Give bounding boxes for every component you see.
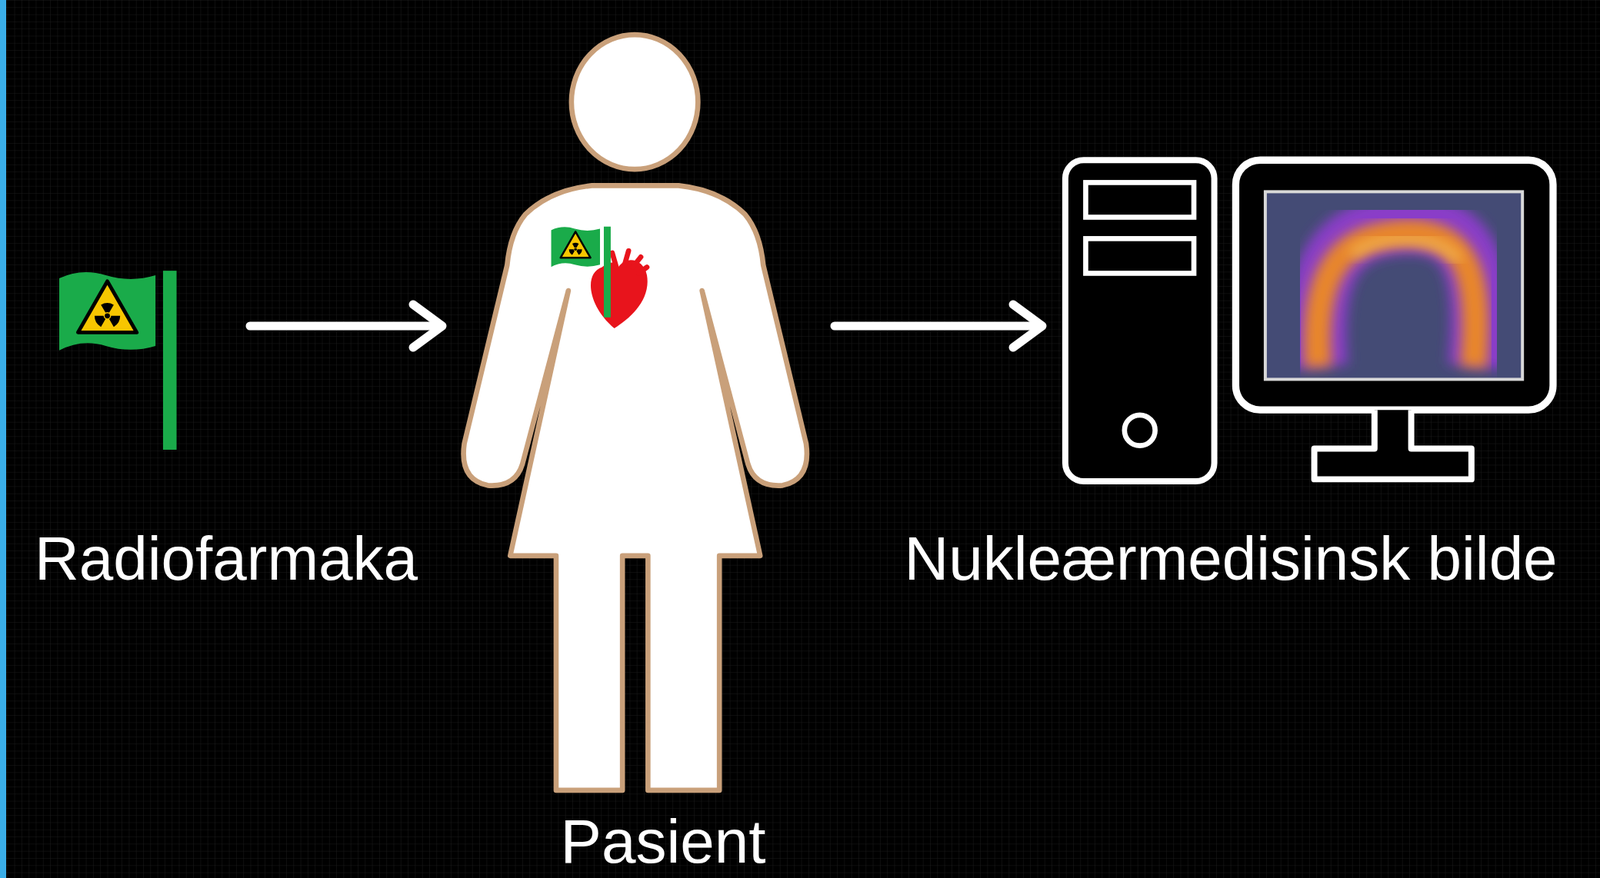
side-strip bbox=[0, 0, 7, 878]
patient-figure bbox=[463, 34, 807, 791]
radiopharmaceutical-flag bbox=[59, 270, 177, 450]
flow-arrow bbox=[250, 304, 443, 348]
computer bbox=[1065, 160, 1554, 482]
flow-arrow bbox=[834, 304, 1043, 348]
computer-node: Nukleærmedisinsk bilde bbox=[1053, 150, 1566, 493]
node-label: Nukleærmedisinsk bilde bbox=[903, 528, 1557, 590]
flag-node: Radiofarmaka bbox=[46, 261, 239, 462]
tracer-flag bbox=[550, 226, 611, 317]
patient-node: Pasient bbox=[453, 23, 824, 793]
node-label: Pasient bbox=[560, 811, 767, 874]
node-label: Radiofarmaka bbox=[34, 528, 418, 590]
